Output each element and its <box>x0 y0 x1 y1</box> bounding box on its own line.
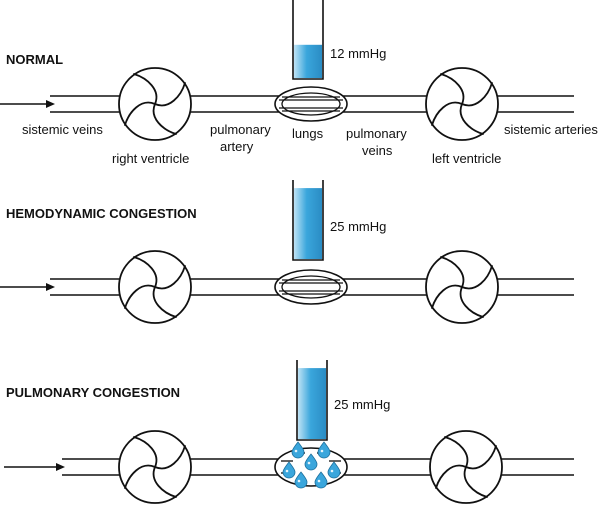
vessel-path <box>50 278 574 296</box>
flow-arrow-icon <box>0 100 55 108</box>
fluid-droplet-icon <box>282 461 296 479</box>
label-pulmonary-veins-line2: veins <box>362 143 393 158</box>
label-pulmonary-artery-line1: pulmonary <box>210 122 271 137</box>
left-ventricle-pump-icon <box>425 67 499 141</box>
pressure-fluid-column <box>294 44 322 78</box>
label-right-ventricle: right ventricle <box>112 151 189 166</box>
right-ventricle-pump-icon <box>118 430 192 504</box>
fluid-droplet-icon <box>294 471 308 489</box>
label-pulmonary-veins-line1: pulmonary <box>346 126 407 141</box>
pressure-value: 25 mmHg <box>334 397 390 412</box>
label-lungs: lungs <box>292 126 324 141</box>
flow-arrow-icon <box>0 283 55 291</box>
panel-heading: NORMAL <box>6 52 63 67</box>
right-ventricle-pump-icon <box>118 250 192 324</box>
fluid-droplet-icon <box>317 441 331 459</box>
pressure-value: 12 mmHg <box>330 46 386 61</box>
pressure-tube <box>296 360 328 441</box>
pressure-fluid-column <box>298 368 326 439</box>
vessel-path <box>50 95 574 113</box>
fluid-droplet-icon <box>304 453 318 471</box>
left-ventricle-pump-icon <box>429 430 503 504</box>
label-sistemic-veins: sistemic veins <box>22 122 103 137</box>
panel-pulmonary-congestion: PULMONARY CONGESTION <box>4 360 574 504</box>
right-ventricle-pump-icon <box>118 67 192 141</box>
panel-heading: HEMODYNAMIC CONGESTION <box>6 206 197 221</box>
fluid-droplet-icon <box>291 441 305 459</box>
label-pulmonary-artery-line2: artery <box>220 139 254 154</box>
pressure-value: 25 mmHg <box>330 219 386 234</box>
pressure-tube <box>292 180 324 261</box>
label-left-ventricle: left ventricle <box>432 151 501 166</box>
fluid-droplets <box>282 441 341 489</box>
flow-arrow-icon <box>4 463 65 471</box>
left-ventricle-pump-icon <box>425 250 499 324</box>
panel-normal: NORMAL <box>0 0 598 166</box>
panel-heading: PULMONARY CONGESTION <box>6 385 180 400</box>
pressure-fluid-column <box>294 188 322 259</box>
fluid-droplet-icon <box>314 471 328 489</box>
panel-hemodynamic-congestion: HEMODYNAMIC CONGESTION <box>0 180 574 324</box>
vessel-path <box>62 458 574 476</box>
lungs-icon <box>274 269 348 305</box>
pressure-tube <box>292 0 324 80</box>
lungs-icon <box>274 86 348 122</box>
fluid-droplet-icon <box>327 461 341 479</box>
label-sistemic-arteries: sistemic arteries <box>504 122 598 137</box>
